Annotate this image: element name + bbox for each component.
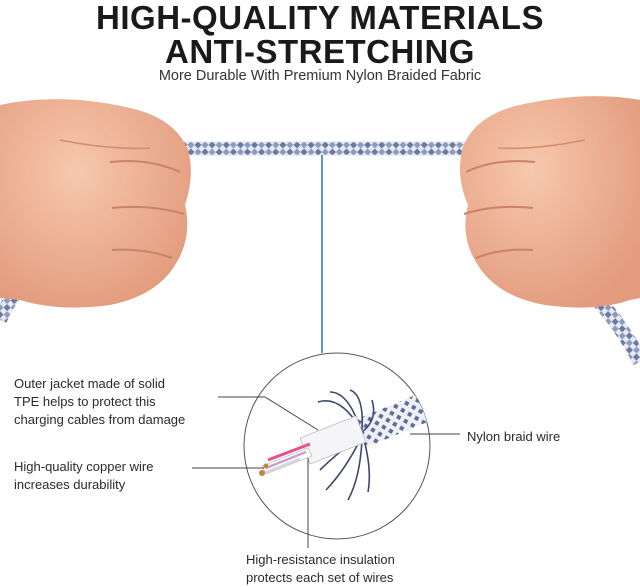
stretched-cable xyxy=(149,141,491,156)
callout-outer-jacket: Outer jacket made of solid TPE helps to … xyxy=(14,376,186,427)
leader-lines xyxy=(192,396,460,548)
leader-jacket xyxy=(218,396,319,431)
callout-nylon-braid: Nylon braid wire xyxy=(467,429,561,444)
left-fist xyxy=(0,99,191,308)
right-fist xyxy=(460,96,640,308)
headline-line-1: HIGH-QUALITY MATERIALS xyxy=(96,0,544,36)
callout-copper-wire: High-quality copper wire increases durab… xyxy=(14,459,154,492)
headline-line-2: ANTI-STRETCHING xyxy=(165,33,475,70)
subtitle: More Durable With Premium Nylon Braided … xyxy=(158,68,482,84)
right-cable-tail xyxy=(592,294,640,366)
callout-insulation: High-resistance insulation protects each… xyxy=(246,552,395,585)
magnified-detail-circle xyxy=(243,352,431,540)
